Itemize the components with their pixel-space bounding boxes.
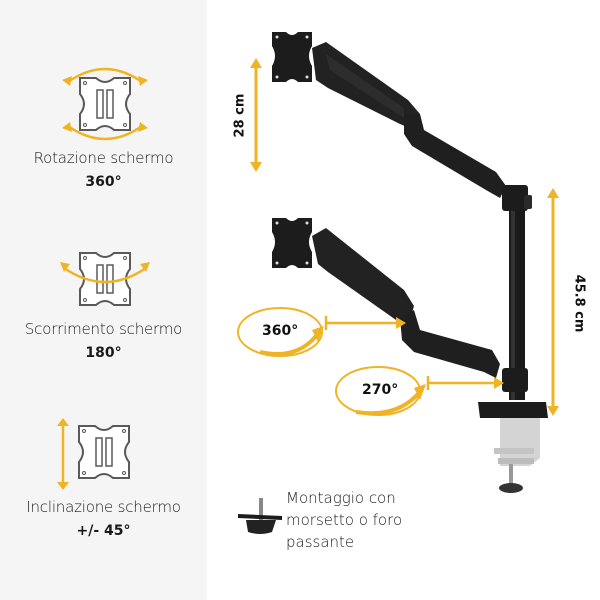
swivel-icon bbox=[60, 252, 150, 306]
clamp-mount-icon bbox=[238, 498, 282, 534]
feature-value: 360° bbox=[85, 174, 122, 190]
feature-label: Inclinazione schermo bbox=[26, 498, 181, 516]
mounting-line: morsetto o foro bbox=[286, 511, 403, 529]
pole-height-label: 45.8 cm bbox=[571, 274, 587, 333]
tilt-icon bbox=[57, 418, 130, 490]
rotation-icon bbox=[62, 67, 148, 141]
feature-swivel: Scorrimento schermo 180° bbox=[0, 0, 207, 400]
feature-value: 180° bbox=[85, 345, 122, 361]
top-arm-height-label: 28 cm bbox=[232, 93, 248, 138]
feature-rotation: Rotazione schermo 360° bbox=[0, 0, 207, 200]
feature-value: +/- 45° bbox=[76, 523, 131, 539]
mounting-description: Montaggio con morsetto o foro passante bbox=[286, 487, 402, 553]
top-vesa-plate bbox=[272, 32, 312, 82]
feature-label: Rotazione schermo bbox=[33, 149, 174, 167]
mounting-line: passante bbox=[286, 533, 355, 551]
feature-label: Scorrimento schermo bbox=[24, 320, 183, 338]
lower-rotation-label: 270° bbox=[362, 382, 399, 398]
upper-rotation-label: 360° bbox=[262, 323, 299, 339]
mounting-line: Montaggio con bbox=[286, 489, 396, 507]
feature-tilt: Inclinazione schermo +/- 45° bbox=[0, 0, 207, 560]
